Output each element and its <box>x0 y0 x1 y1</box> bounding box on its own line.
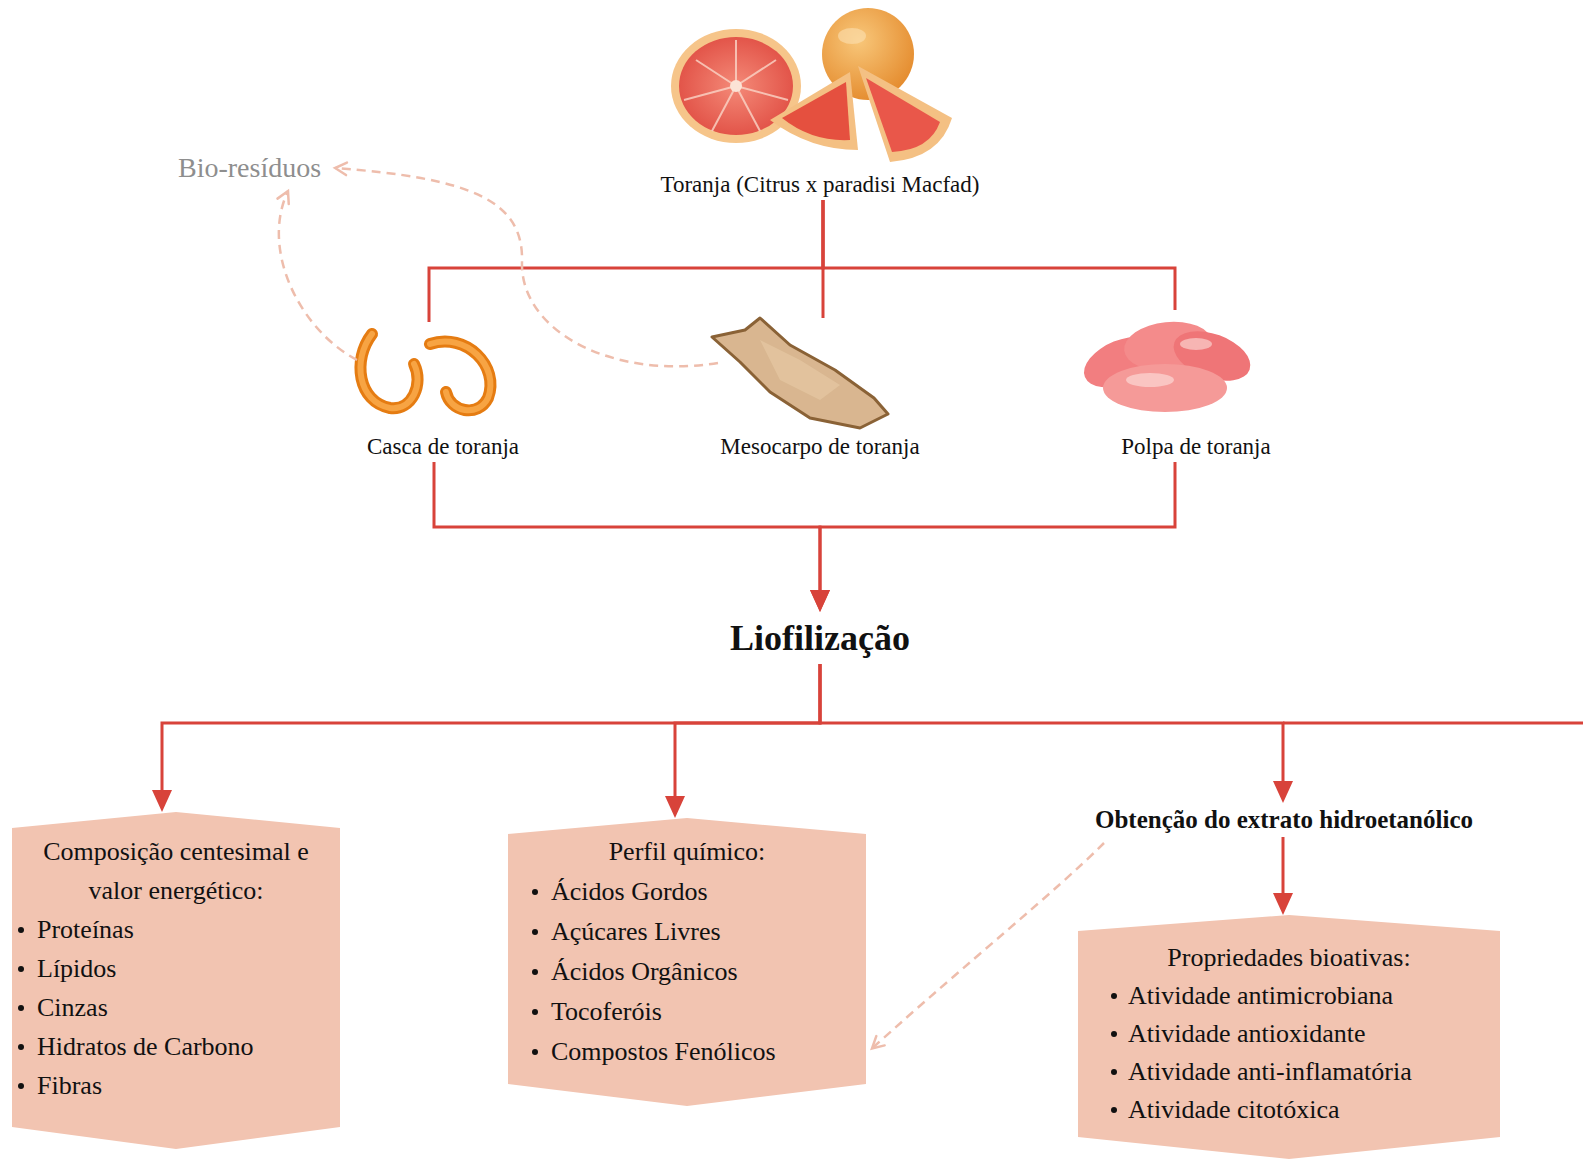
arrow-head <box>335 163 347 175</box>
bullet-dot <box>1111 1107 1117 1113</box>
bullet-dot <box>532 889 538 895</box>
chevron-outline <box>1078 915 1500 1159</box>
connector-path <box>434 462 820 590</box>
list-item: Atividade citotóxica <box>1078 1091 1500 1129</box>
arrow-head <box>872 1036 885 1048</box>
bullet-dot <box>18 1083 24 1089</box>
connector-path <box>820 462 1175 590</box>
list-item: Lípidos <box>12 949 340 988</box>
distribution-line <box>1283 722 1583 725</box>
chevron-outline <box>508 818 866 1106</box>
bullet-dot <box>532 1049 538 1055</box>
arrow-head <box>152 790 172 812</box>
bullet-dot <box>1111 1069 1117 1075</box>
list-item: Ácidos Gordos <box>508 872 866 912</box>
box-heading: Perfil químico: <box>508 832 866 872</box>
connector-line <box>152 664 820 812</box>
list-item: Compostos Fenólicos <box>508 1032 866 1072</box>
node-label: Mesocarpo de toranja <box>690 432 950 462</box>
waste-label: Bio-resíduos <box>172 150 327 186</box>
bullet-dot <box>18 927 24 933</box>
connector-path <box>279 191 357 360</box>
list-item: Atividade antimicrobiana <box>1078 977 1500 1015</box>
connector-line <box>810 462 1175 612</box>
list-item: Ácidos Orgânicos <box>508 952 866 992</box>
arrow-head <box>665 796 685 818</box>
dashed-connector <box>277 191 357 360</box>
arrow-head <box>1273 781 1293 803</box>
arrow-head <box>810 590 830 612</box>
bullet-dot <box>532 969 538 975</box>
analysis-box: Perfil químico:Ácidos GordosAçúcares Liv… <box>508 818 866 1106</box>
bullet-dot <box>532 1009 538 1015</box>
list-item: Fibras <box>12 1066 340 1105</box>
connector-path <box>429 200 823 322</box>
peel-caption: Casca de toranja <box>343 322 543 462</box>
connector-line <box>429 200 823 322</box>
analysis-box: Propriedades bioativas:Atividade antimic… <box>1078 915 1500 1159</box>
bullet-dot <box>1111 1031 1117 1037</box>
bullet-dot <box>1111 993 1117 999</box>
analysis-box: Composição centesimal e valor energético… <box>12 812 340 1149</box>
chevron-outline <box>12 812 340 1149</box>
arrow-head <box>277 191 288 204</box>
mesocarp-caption: Mesocarpo de toranja <box>690 318 950 462</box>
list-item: Cinzas <box>12 988 340 1027</box>
node-label: Liofilização <box>620 612 1020 664</box>
node-label: Casca de toranja <box>343 432 543 462</box>
node-label: Polpa de toranja <box>1081 432 1311 462</box>
arrow-head <box>810 590 830 612</box>
process-step: Obtenção do extrato hidroetanólico <box>1049 803 1519 837</box>
pulp-caption: Polpa de toranja <box>1081 310 1311 462</box>
connector-line <box>820 664 1293 803</box>
connector-path <box>675 664 820 796</box>
list-item: Tocoferóis <box>508 992 866 1032</box>
fruit-caption: Toranja (Citrus x paradisi Macfad) <box>610 5 1030 200</box>
process-step: Liofilização <box>620 612 1020 664</box>
list-item: Proteínas <box>12 910 340 949</box>
node-label: Obtenção do extrato hidroetanólico <box>1049 803 1519 837</box>
box-heading: Propriedades bioativas: <box>1078 939 1500 977</box>
bullet-dot <box>18 1005 24 1011</box>
mesocarp-illustration <box>712 318 888 428</box>
connector-line <box>665 664 820 818</box>
bullet-dot <box>18 966 24 972</box>
connector-path <box>162 664 820 790</box>
bullet-dot <box>532 929 538 935</box>
pulp-illustration <box>1077 318 1257 412</box>
connector-path <box>1282 837 1285 893</box>
box-heading: Composição centesimal e valor energético… <box>12 832 340 910</box>
arrow-head <box>1273 893 1293 915</box>
connector-path <box>335 168 718 366</box>
connector-path <box>823 200 1175 310</box>
connector-line <box>1273 837 1293 915</box>
list-item: Hidratos de Carbono <box>12 1027 340 1066</box>
dashed-connector <box>872 843 1104 1048</box>
list-item: Atividade anti-inflamatória <box>1078 1053 1500 1091</box>
node-label: Bio-resíduos <box>172 150 327 186</box>
bullet-dot <box>18 1044 24 1050</box>
connector-line <box>434 462 830 612</box>
connector-line <box>823 200 1175 310</box>
list-item: Açúcares Livres <box>508 912 866 952</box>
node-label: Toranja (Citrus x paradisi Macfad) <box>610 170 1030 200</box>
connector-path <box>820 664 1283 781</box>
connector-path <box>872 843 1104 1048</box>
peel-illustration <box>360 334 490 410</box>
grapefruit-illustration <box>671 8 952 162</box>
list-item: Atividade antioxidante <box>1078 1015 1500 1053</box>
